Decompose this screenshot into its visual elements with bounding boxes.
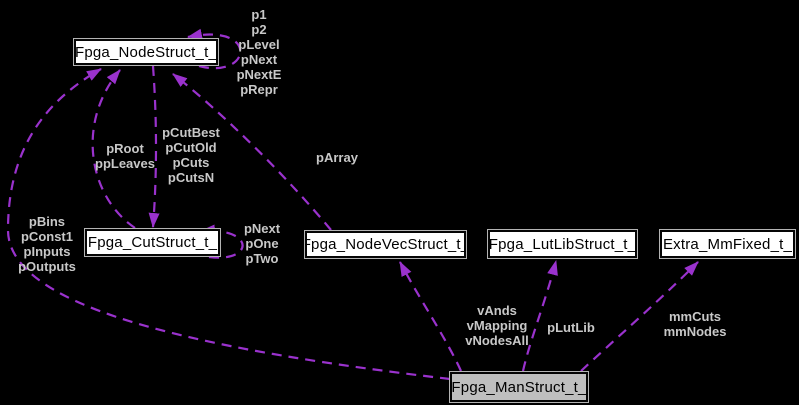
edge-cut-to-node [91,69,136,229]
node-fpga-lut-lib-struct[interactable]: Fpga_LutLibStruct_t_ [487,229,638,259]
edge-node-self-loop [187,28,242,70]
edge-man-to-mmfixed [580,261,699,372]
edge-man-to-node [6,68,451,381]
edge-man-to-lutlib [521,260,558,372]
node-fpga-node-vec-struct[interactable]: Fpga_NodeVecStruct_t_ [302,230,469,259]
node-fpga-man-struct[interactable]: Fpga_ManStruct_t_ [449,371,589,403]
node-extra-mm-fixed[interactable]: Extra_MmFixed_t_ [659,229,796,259]
edge-node-to-cut [148,65,160,228]
edge-vec-to-node [172,73,332,231]
node-fpga-node-struct[interactable]: Fpga_NodeStruct_t_ [73,38,219,66]
node-fpga-cut-struct[interactable]: Fpga_CutStruct_t_ [84,228,221,257]
edge-man-to-vec [399,261,463,372]
